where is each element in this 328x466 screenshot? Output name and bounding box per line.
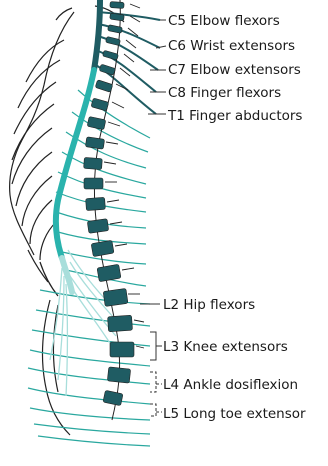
label-c6: C6 Wrist extensors bbox=[168, 38, 295, 54]
spinal-cord-cervical bbox=[94, 0, 100, 70]
leader-lines bbox=[140, 20, 166, 416]
label-l2: L2 Hip flexors bbox=[163, 297, 255, 313]
label-c7: C7 Elbow extensors bbox=[168, 62, 301, 78]
label-l5: L5 Long toe extensor bbox=[163, 406, 306, 422]
label-l3: L3 Knee extensors bbox=[163, 339, 288, 355]
label-t1: T1 Finger abductors bbox=[167, 108, 302, 124]
label-c8: C8 Finger flexors bbox=[168, 85, 281, 101]
muscle-labels: C5 Elbow flexors C6 Wrist extensors C7 E… bbox=[163, 13, 306, 422]
label-l4: L4 Ankle dosiflexion bbox=[163, 377, 298, 393]
cervical-nerves bbox=[94, 12, 160, 114]
label-c5: C5 Elbow flexors bbox=[168, 13, 280, 29]
